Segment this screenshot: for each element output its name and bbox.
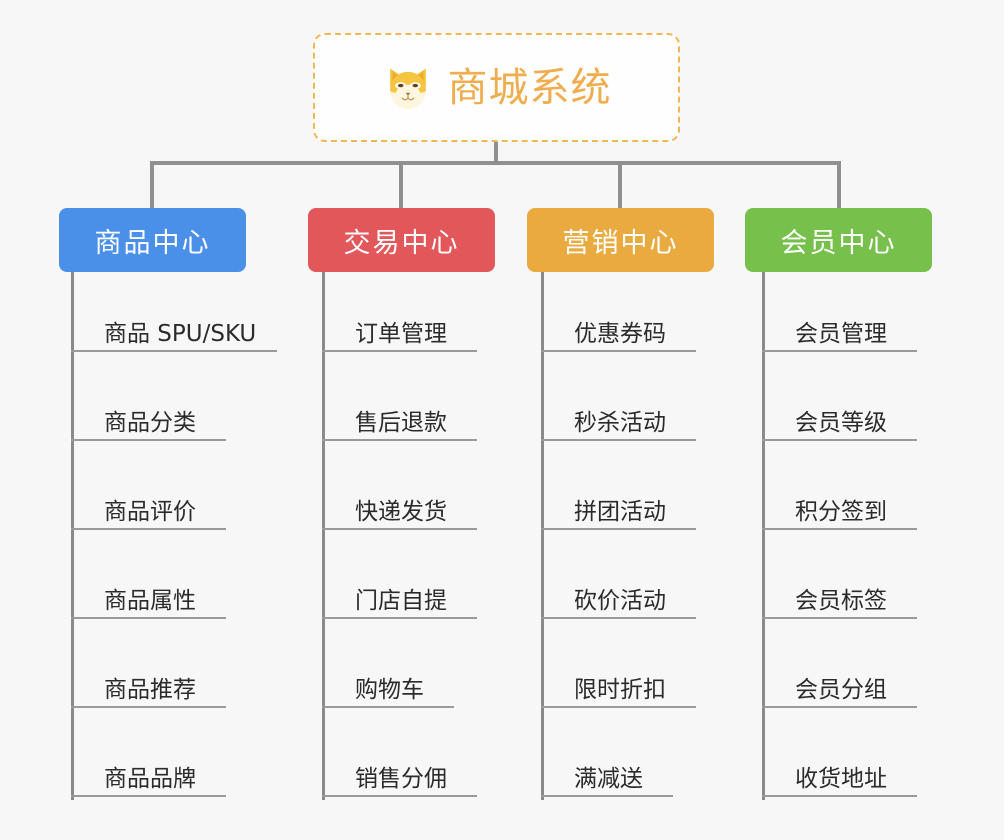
branch-trunk-product-center bbox=[71, 272, 74, 800]
branch-bus-connector bbox=[150, 161, 841, 165]
branch-node-marketing-center[interactable]: 营销中心 bbox=[527, 208, 714, 272]
leaf-label: 商品属性 bbox=[104, 588, 196, 614]
leaf-item[interactable]: 会员标签 bbox=[762, 577, 917, 619]
leaf-item[interactable]: 限时折扣 bbox=[541, 666, 696, 708]
leaf-item[interactable]: 会员分组 bbox=[762, 666, 917, 708]
leaf-label: 商品 SPU/SKU bbox=[104, 321, 257, 347]
leaf-item[interactable]: 快递发货 bbox=[322, 488, 477, 530]
leaf-item[interactable]: 砍价活动 bbox=[541, 577, 696, 619]
leaf-label: 订单管理 bbox=[355, 321, 447, 347]
leaf-item[interactable]: 会员管理 bbox=[762, 310, 917, 352]
leaf-item[interactable]: 商品评价 bbox=[71, 488, 226, 530]
leaf-label: 满减送 bbox=[574, 766, 643, 792]
branch-label: 营销中心 bbox=[562, 227, 679, 259]
leaf-item[interactable]: 门店自提 bbox=[322, 577, 477, 619]
leaf-item[interactable]: 拼团活动 bbox=[541, 488, 696, 530]
shiba-dog-face-icon bbox=[382, 62, 434, 114]
leaf-label: 商品品牌 bbox=[104, 766, 196, 792]
leaf-label: 购物车 bbox=[355, 677, 424, 703]
leaf-item[interactable]: 商品分类 bbox=[71, 399, 226, 441]
leaf-item[interactable]: 秒杀活动 bbox=[541, 399, 696, 441]
leaf-item[interactable]: 购物车 bbox=[322, 666, 454, 708]
leaf-item[interactable]: 优惠券码 bbox=[541, 310, 696, 352]
branch-node-trade-center[interactable]: 交易中心 bbox=[308, 208, 495, 272]
branch-node-product-center[interactable]: 商品中心 bbox=[59, 208, 246, 272]
leaf-label: 收货地址 bbox=[795, 766, 887, 792]
leaf-label: 秒杀活动 bbox=[574, 410, 666, 436]
leaf-label: 优惠券码 bbox=[574, 321, 666, 347]
leaf-label: 砍价活动 bbox=[574, 588, 666, 614]
branch-label: 商品中心 bbox=[94, 227, 211, 259]
branch-drop-connector-1 bbox=[150, 161, 154, 208]
branch-label: 会员中心 bbox=[780, 227, 897, 259]
branch-drop-connector-3 bbox=[618, 161, 622, 208]
leaf-label: 商品推荐 bbox=[104, 677, 196, 703]
branch-label: 交易中心 bbox=[343, 227, 460, 259]
branch-trunk-marketing-center bbox=[541, 272, 544, 800]
leaf-label: 拼团活动 bbox=[574, 499, 666, 525]
leaf-item[interactable]: 收货地址 bbox=[762, 755, 917, 797]
leaf-item[interactable]: 销售分佣 bbox=[322, 755, 477, 797]
leaf-label: 商品评价 bbox=[104, 499, 196, 525]
leaf-item[interactable]: 满减送 bbox=[541, 755, 673, 797]
root-node[interactable]: 商城系统 bbox=[313, 33, 680, 142]
branch-drop-connector-4 bbox=[837, 161, 841, 208]
leaf-label: 快递发货 bbox=[355, 499, 447, 525]
leaf-item[interactable]: 积分签到 bbox=[762, 488, 917, 530]
leaf-label: 商品分类 bbox=[104, 410, 196, 436]
branch-drop-connector-2 bbox=[399, 161, 403, 208]
leaf-item[interactable]: 商品品牌 bbox=[71, 755, 226, 797]
leaf-label: 会员标签 bbox=[795, 588, 887, 614]
leaf-item[interactable]: 会员等级 bbox=[762, 399, 917, 441]
leaf-item[interactable]: 商品属性 bbox=[71, 577, 226, 619]
leaf-item[interactable]: 售后退款 bbox=[322, 399, 477, 441]
leaf-label: 会员分组 bbox=[795, 677, 887, 703]
leaf-label: 会员管理 bbox=[795, 321, 887, 347]
leaf-label: 会员等级 bbox=[795, 410, 887, 436]
branch-trunk-trade-center bbox=[322, 272, 325, 800]
leaf-item[interactable]: 商品 SPU/SKU bbox=[71, 310, 277, 352]
leaf-item[interactable]: 商品推荐 bbox=[71, 666, 226, 708]
root-stem-connector bbox=[494, 142, 498, 165]
leaf-label: 销售分佣 bbox=[355, 766, 447, 792]
branch-trunk-member-center bbox=[762, 272, 765, 800]
root-title: 商城系统 bbox=[447, 64, 612, 111]
leaf-label: 限时折扣 bbox=[574, 677, 666, 703]
leaf-label: 售后退款 bbox=[355, 410, 447, 436]
leaf-label: 门店自提 bbox=[355, 588, 447, 614]
branch-node-member-center[interactable]: 会员中心 bbox=[745, 208, 932, 272]
leaf-item[interactable]: 订单管理 bbox=[322, 310, 477, 352]
leaf-label: 积分签到 bbox=[795, 499, 887, 525]
